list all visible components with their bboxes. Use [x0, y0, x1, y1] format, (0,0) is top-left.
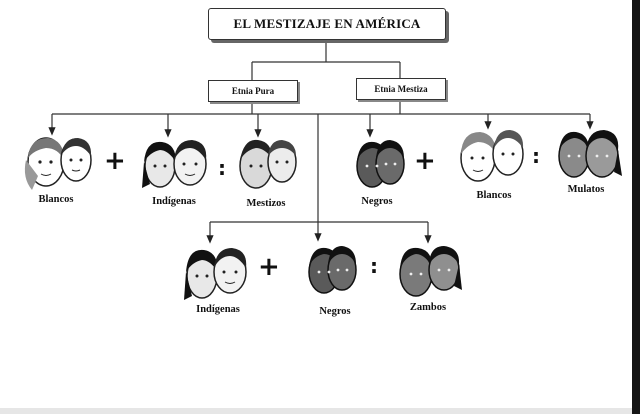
label-indigenas-1: Indígenas [152, 196, 196, 207]
scan-edge-right [632, 0, 640, 414]
label-mulatos: Mulatos [567, 184, 605, 195]
faces-blancos-2-icon [460, 130, 524, 182]
label-blancos-2: Blancos [476, 190, 512, 201]
faces-negros-icon [356, 140, 405, 188]
plus-sign-1: + [104, 146, 126, 176]
label-zambos: Zambos [409, 302, 447, 313]
label-mestizos: Mestizos [246, 198, 286, 209]
faces-mestizos-icon [239, 139, 297, 189]
faces-blancos-icon [24, 137, 92, 190]
branch-etnia-mestiza: Etnia Mestiza [356, 78, 446, 100]
label-blancos-1: Blancos [38, 194, 74, 205]
faces-indigenas-icon [142, 140, 207, 188]
label-indigenas-2: Indígenas [196, 304, 240, 315]
faces-mulatos-icon [558, 130, 622, 178]
equals-sign-2: : [532, 144, 540, 168]
branch-etnia-pura: Etnia Pura [208, 80, 298, 102]
diagram-title: EL MESTIZAJE EN AMÉRICA [208, 8, 446, 40]
label-negros-1: Negros [361, 196, 393, 207]
faces-indigenas-2-icon [184, 248, 247, 300]
plus-sign-2: + [414, 146, 436, 176]
label-negros-2: Negros [319, 306, 351, 317]
faces-zambos-icon [399, 246, 462, 297]
faces-negros-2-icon [308, 246, 357, 294]
scan-edge-bottom [0, 408, 632, 414]
equals-sign-1: : [218, 156, 226, 180]
equals-sign-3: : [370, 254, 378, 278]
plus-sign-3: + [258, 252, 280, 282]
